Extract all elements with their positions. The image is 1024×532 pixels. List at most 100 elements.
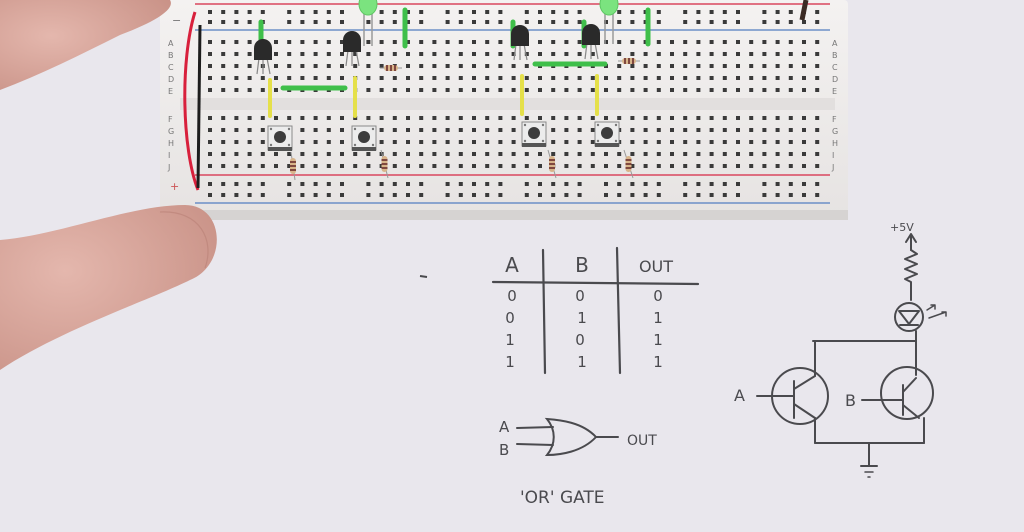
breadboard-hole — [208, 140, 212, 144]
breadboard-hole — [815, 76, 820, 80]
breadboard-hole — [432, 76, 437, 80]
breadboard-hole — [788, 52, 793, 56]
row-label: A — [168, 39, 174, 48]
rail-hole — [802, 182, 806, 186]
breadboard-hole — [485, 52, 490, 56]
led-symbol-circle — [894, 302, 924, 332]
breadboard-hole — [617, 40, 622, 44]
breadboard-hole — [564, 52, 569, 56]
rail-hole — [802, 193, 806, 197]
rail-hole — [683, 20, 688, 24]
breadboard-hole — [736, 52, 740, 56]
breadboard-hole — [775, 76, 780, 80]
breadboard-hole — [643, 152, 648, 156]
table-cell: 1 — [653, 353, 663, 371]
breadboard-hole — [802, 40, 806, 44]
breadboard-hole — [736, 140, 740, 144]
breadboard-hole — [590, 128, 595, 132]
breadboard-hole — [775, 164, 780, 168]
led — [599, 0, 619, 44]
breadboard-hole — [577, 52, 582, 56]
breadboard-hole — [379, 52, 384, 56]
breadboard-hole — [617, 76, 622, 80]
rail-hole — [326, 20, 331, 24]
breadboard-hole — [538, 116, 542, 120]
table-cell: 1 — [577, 353, 587, 371]
breadboard-hole — [604, 152, 608, 156]
breadboard-hole — [511, 152, 516, 156]
breadboard-hole — [326, 128, 331, 132]
rail-hole — [445, 10, 450, 14]
rail-hole — [234, 182, 239, 186]
breadboard-hole — [419, 140, 424, 144]
rail-hole — [366, 182, 371, 186]
row-label: G — [832, 127, 838, 136]
rail-hole — [564, 20, 569, 24]
rail-hole — [815, 20, 820, 24]
breadboard-hole — [366, 52, 371, 56]
row-label: B — [832, 51, 838, 60]
breadboard-hole — [406, 76, 410, 80]
row-label: A — [832, 39, 838, 48]
breadboard-hole — [709, 64, 714, 68]
truth-table-text: A B OUT 0 0 0 0 1 1 1 0 1 1 1 1 — [505, 253, 673, 371]
breadboard-hole — [472, 164, 476, 168]
transistor — [511, 25, 529, 61]
breadboard-hole — [498, 52, 503, 56]
breadboard-hole — [287, 40, 292, 44]
breadboard-hole — [458, 52, 463, 56]
breadboard-hole — [815, 152, 820, 156]
breadboard-hole — [353, 116, 358, 120]
supply-arrow-icon — [905, 233, 917, 243]
breadboard-hole — [670, 64, 674, 68]
breadboard-hole — [300, 116, 305, 120]
breadboard-hole — [300, 152, 305, 156]
row-label: I — [832, 151, 834, 160]
rail-hole — [485, 10, 490, 14]
breadboard-hole — [260, 76, 265, 80]
breadboard-hole — [221, 76, 226, 80]
rail-hole — [815, 182, 820, 186]
breadboard-hole — [538, 164, 542, 168]
rail-plus-label: + — [170, 180, 179, 193]
breadboard-hole — [326, 164, 331, 168]
breadboard-hole — [247, 116, 252, 120]
breadboard-hole — [247, 140, 252, 144]
breadboard-hole — [392, 88, 397, 92]
breadboard-hole — [802, 116, 806, 120]
rail-hole — [287, 20, 292, 24]
breadboard-hole — [656, 76, 661, 80]
breadboard-hole — [656, 88, 661, 92]
transistor-schematic — [756, 233, 947, 478]
breadboard-hole — [498, 128, 503, 132]
breadboard-hole — [788, 116, 793, 120]
breadboard-hole — [498, 88, 503, 92]
breadboard-hole — [366, 164, 371, 168]
breadboard-hole — [683, 140, 688, 144]
breadboard-hole — [274, 152, 278, 156]
breadboard-hole — [802, 76, 806, 80]
breadboard-hole — [696, 152, 701, 156]
table-cell: 1 — [505, 331, 515, 349]
breadboard-hole — [683, 40, 688, 44]
breadboard-hole — [340, 164, 344, 168]
breadboard-hole — [802, 64, 806, 68]
transistor — [343, 31, 361, 67]
breadboard-hole — [775, 88, 780, 92]
breadboard-hole — [656, 164, 661, 168]
breadboard-hole — [722, 128, 727, 132]
breadboard-hole — [432, 64, 437, 68]
rail-hole — [617, 193, 622, 197]
gate-input-b-label: B — [499, 441, 509, 459]
breadboard-hole — [472, 76, 476, 80]
breadboard-hole — [208, 52, 212, 56]
breadboard-hole — [472, 52, 476, 56]
breadboard-hole — [604, 88, 608, 92]
breadboard-hole — [419, 76, 424, 80]
breadboard-hole — [472, 88, 476, 92]
breadboard-hole — [577, 40, 582, 44]
rail-hole — [802, 20, 806, 24]
breadboard-hole — [458, 76, 463, 80]
breadboard-hole — [577, 76, 582, 80]
rail-hole — [656, 10, 661, 14]
